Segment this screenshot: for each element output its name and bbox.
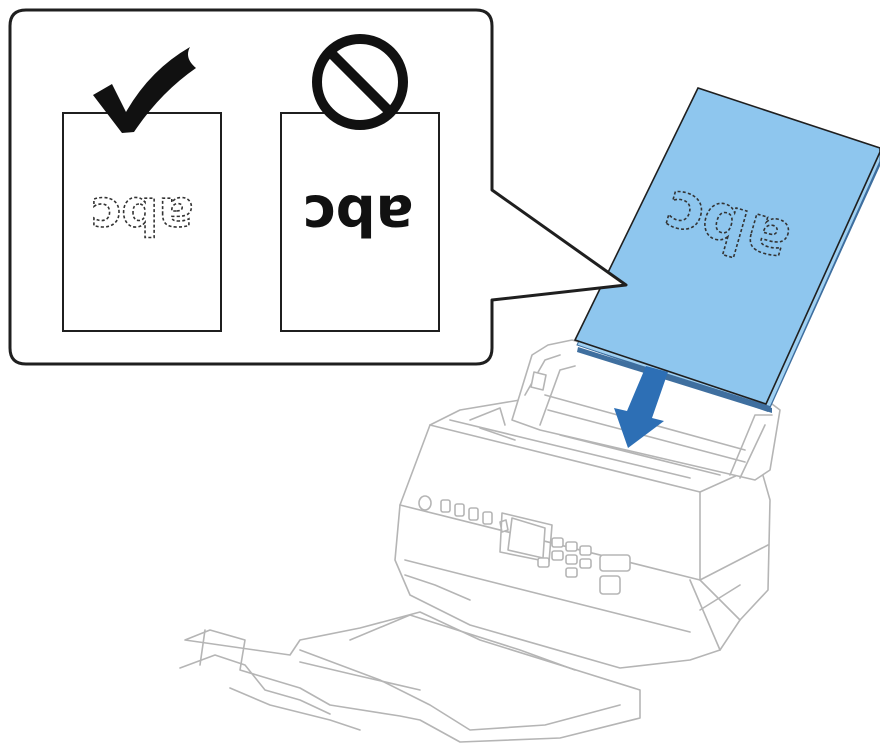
correct-sample: abc [62, 47, 222, 332]
paper-stack: abc [573, 87, 880, 413]
correct-sample-text: abc [90, 185, 193, 245]
sample-sheet-correct [62, 112, 222, 332]
scanner-illustration [179, 339, 781, 743]
top-sheet [573, 87, 880, 405]
down-arrow-icon [614, 366, 668, 448]
sample-sheet-incorrect [280, 112, 440, 332]
prohibited-icon [312, 34, 408, 130]
check-icon [93, 47, 196, 133]
incorrect-sample: abc [280, 34, 440, 332]
incorrect-sample-text: abc [302, 182, 413, 247]
